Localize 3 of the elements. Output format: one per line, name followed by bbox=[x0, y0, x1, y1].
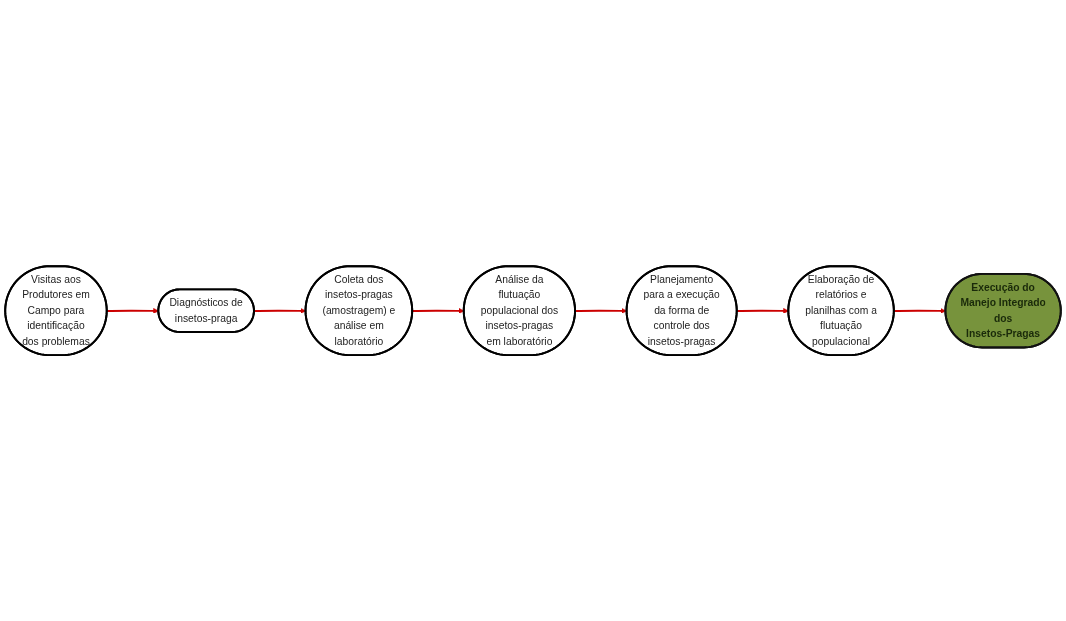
arrow bbox=[736, 307, 789, 314]
arrow bbox=[893, 307, 946, 314]
arrow bbox=[106, 307, 159, 314]
